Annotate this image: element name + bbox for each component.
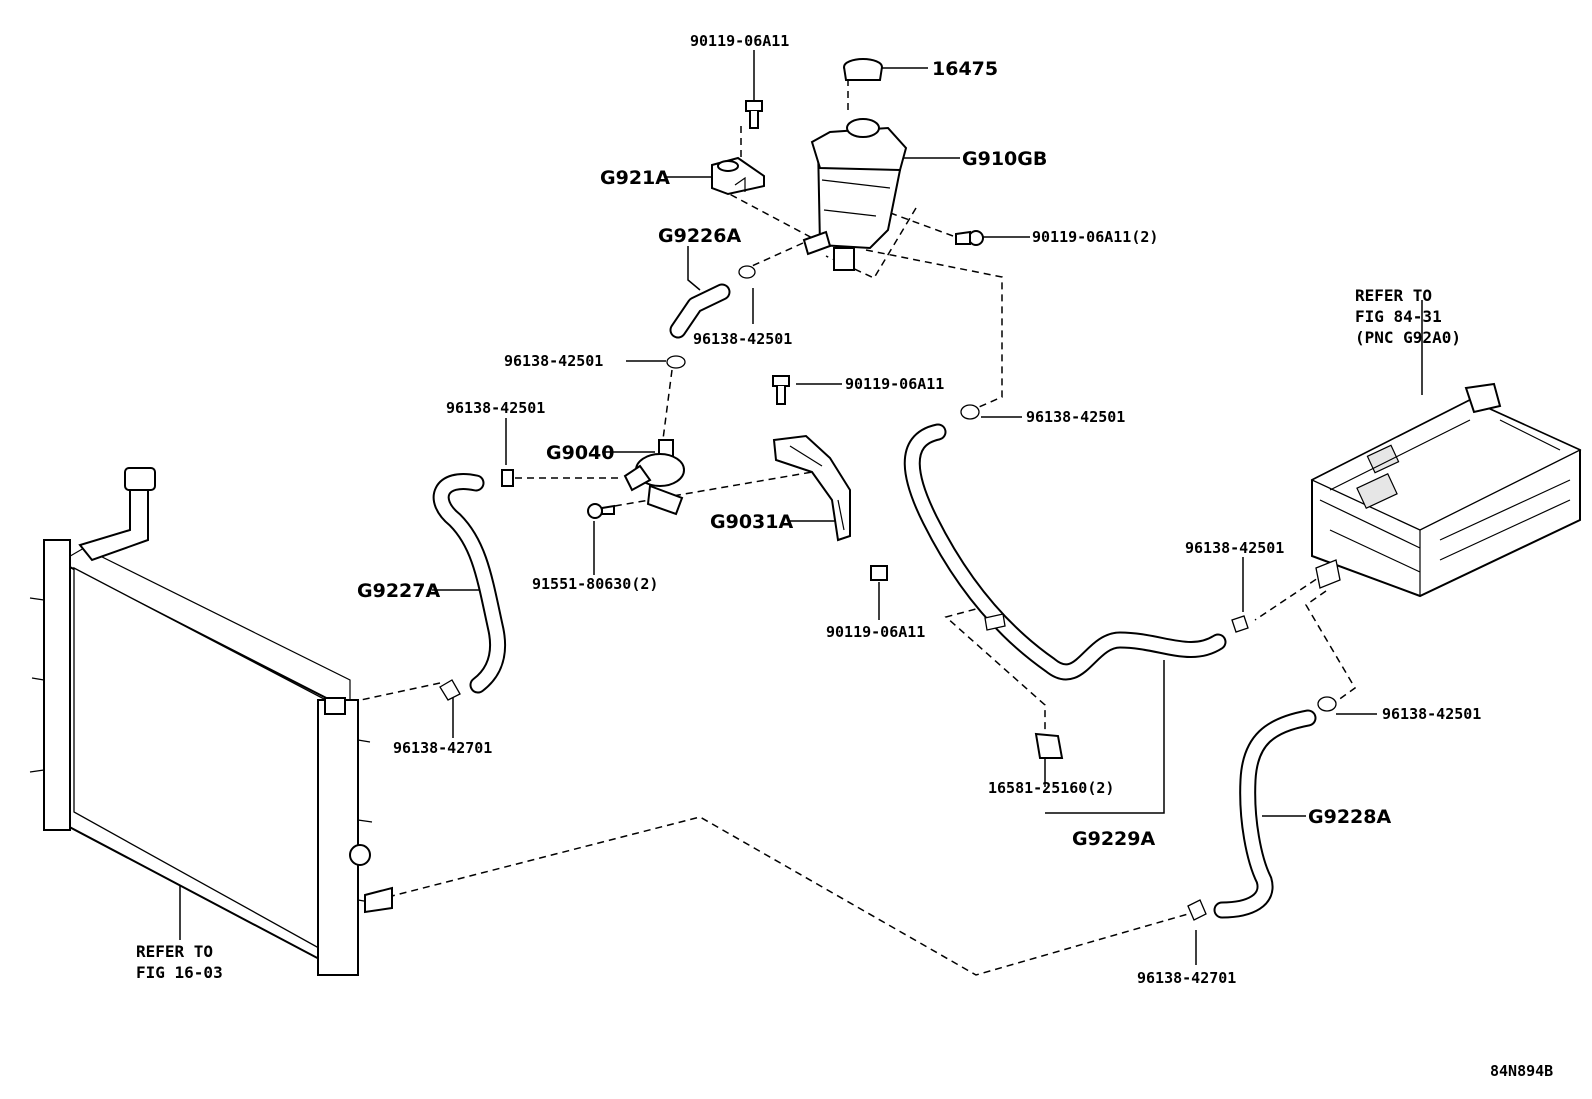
hose-g9226a xyxy=(666,265,756,369)
label-96138-tank: 96138-42501 xyxy=(693,330,792,348)
label-g9228a: G9228A xyxy=(1308,806,1391,828)
label-g9229a: G9229A xyxy=(1072,828,1155,850)
hose-g9228a xyxy=(1187,696,1337,921)
label-96138-inv: 96138-42501 xyxy=(1185,539,1284,557)
label-90119-bracket: 90119-06A11 xyxy=(845,375,944,393)
bolt-tank xyxy=(955,230,984,246)
diagram-code: 84N894B xyxy=(1490,1062,1553,1080)
bolt-pump xyxy=(587,503,615,519)
label-g921a: G921A xyxy=(600,167,670,189)
water-pump xyxy=(501,439,685,516)
leader-lines xyxy=(179,50,1423,965)
label-16581: 16581-25160(2) xyxy=(988,779,1114,797)
ref-inverter-line2: FIG 84-31 xyxy=(1355,307,1442,326)
label-g910gb: G910GB xyxy=(962,148,1047,170)
label-g9040: G9040 xyxy=(546,442,614,464)
label-90119-top: 90119-06A11 xyxy=(690,32,789,50)
label-96138-pumpin: 96138-42501 xyxy=(446,399,545,417)
label-g9031a: G9031A xyxy=(710,511,793,533)
label-90119-tank: 90119-06A11(2) xyxy=(1032,228,1158,246)
label-96138-hose: 96138-42501 xyxy=(504,352,603,370)
label-g9226a: G9226A xyxy=(658,225,741,247)
bolt-bracket xyxy=(772,375,790,405)
label-96138-right: 96138-42501 xyxy=(1026,408,1125,426)
ref-inverter-line3: (PNC G92A0) xyxy=(1355,328,1461,347)
ref-radiator-line2: FIG 16-03 xyxy=(136,963,223,982)
radiator xyxy=(29,467,393,976)
bracket-g9031a xyxy=(772,434,851,542)
ref-radiator-line1: REFER TO xyxy=(136,942,213,961)
label-96138-rad: 96138-42701 xyxy=(393,739,492,757)
reservoir-tank xyxy=(802,58,908,271)
part-labels: 16475 90119-06A11 G910GB G921A 90119-06A… xyxy=(136,32,1553,1080)
label-g9227a: G9227A xyxy=(357,580,440,602)
inverter-assembly xyxy=(1310,382,1582,598)
label-90119-lower: 90119-06A11 xyxy=(826,623,925,641)
bolt-top xyxy=(745,100,763,129)
label-96138-g9228: 96138-42501 xyxy=(1382,705,1481,723)
ref-inverter-line1: REFER TO xyxy=(1355,286,1432,305)
label-16475: 16475 xyxy=(932,58,998,80)
bolt-lower xyxy=(870,565,888,581)
label-91551: 91551-80630(2) xyxy=(532,575,658,593)
hose-g9229a xyxy=(903,404,1249,759)
bracket-g921a xyxy=(711,156,765,196)
hose-g9227a xyxy=(432,473,507,701)
label-96138-bottom: 96138-42701 xyxy=(1137,969,1236,987)
